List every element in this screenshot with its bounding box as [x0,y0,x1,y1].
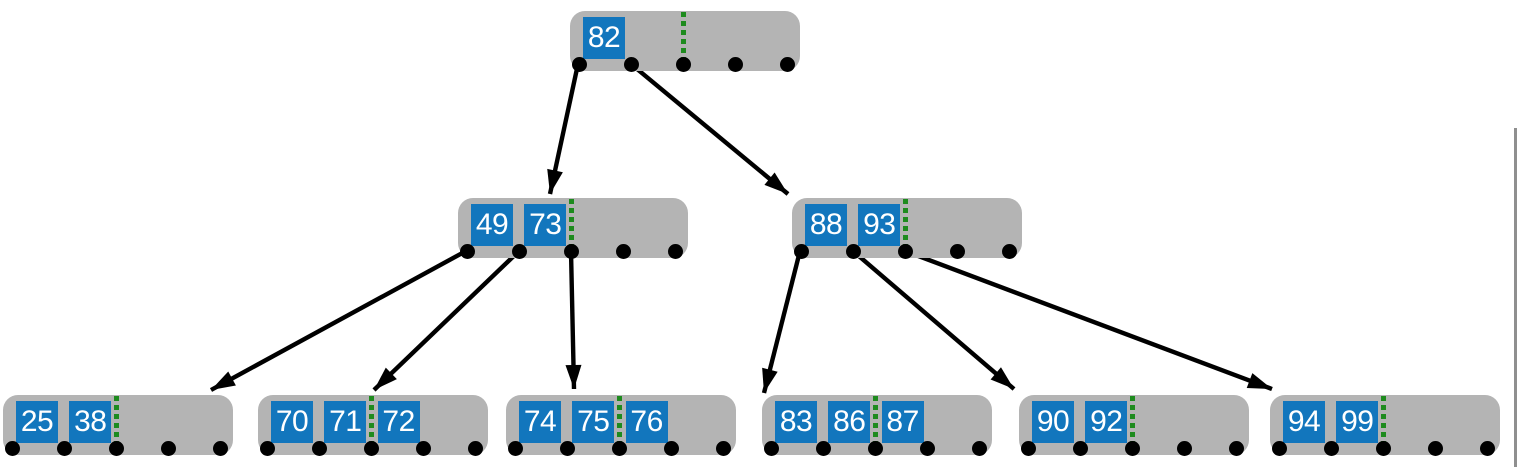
child-pointer-dot [623,57,639,72]
child-pointer-dot [108,441,124,456]
key-cell: 71 [324,401,367,443]
child-pointer-dot [56,441,72,456]
child-pointer-dot [867,441,883,456]
child-pointer-dot [897,244,913,259]
btree-node-leaf-90-92: 90 92 [1019,395,1249,456]
child-pointer-dot [793,244,809,259]
split-divider-line [873,396,878,448]
child-pointer-dot [311,441,327,456]
key-cell: 87 [881,401,924,443]
split-divider-line [569,199,574,251]
child-pointer-dot [615,244,631,259]
split-divider-line [617,396,622,448]
key-cell: 90 [1032,401,1074,443]
child-pointer-dot [815,441,831,456]
child-pointer-dot [611,441,627,456]
edge-internal-88-93-to-leaf-94-99 [904,248,1273,392]
edge-internal-49-73-to-leaf-74-75-76 [565,250,582,390]
child-pointer-dot [467,441,483,456]
btree-node-leaf-94-99: 94 99 [1270,395,1500,456]
child-pointer-dot [160,441,176,456]
key-cell: 86 [828,401,871,443]
child-pointer-dot [1271,441,1287,456]
key-cell: 75 [572,401,615,443]
key-cell: 38 [69,401,112,443]
key-cell: 70 [271,401,313,443]
edge-root-to-internal-49-73 [547,63,581,195]
key-cell: 92 [1085,401,1128,443]
key-cell: 76 [625,401,668,443]
key-cell: 74 [519,401,561,443]
child-pointer-dot [415,441,431,456]
btree-node-leaf-25-38: 25 38 [3,395,233,456]
key-cell: 99 [1336,401,1379,443]
btree-node-root: 82 [570,11,800,72]
child-pointer-dot [1124,441,1140,456]
key-cell: 93 [858,204,901,246]
edge-internal-49-73-to-leaf-70-71-72 [372,249,521,392]
child-pointer-dot [1228,441,1244,456]
child-pointer-dot [675,57,691,72]
child-pointer-dot [1323,441,1339,456]
child-pointer-dot [919,441,935,456]
key-cell: 83 [775,401,817,443]
child-pointer-dot [563,244,579,259]
split-divider-line [1381,396,1386,448]
child-pointer-dot [1001,244,1017,259]
child-pointer-dot [559,441,575,456]
btree-node-internal-88-93: 88 93 [792,198,1022,259]
child-pointer-dot [259,441,275,456]
key-cell: 25 [16,401,58,443]
key-cell: 72 [377,401,420,443]
right-border-line [1514,128,1517,467]
child-pointer-dot [4,441,20,456]
child-pointer-dot [715,441,731,456]
child-pointer-dot [727,57,743,72]
btree-node-internal-49-73: 49 73 [458,198,688,259]
child-pointer-dot [763,441,779,456]
child-pointer-dot [667,244,683,259]
edge-internal-88-93-to-leaf-90-92 [851,249,1016,391]
child-pointer-dot [363,441,379,456]
child-pointer-dot [779,57,795,72]
child-pointer-dot [971,441,987,456]
edge-internal-49-73-to-leaf-25-38 [209,249,468,392]
edge-root-to-internal-88-93 [629,62,790,196]
child-pointer-dot [1176,441,1192,456]
child-pointer-dot [212,441,228,456]
child-pointer-dot [845,244,861,259]
child-pointer-dot [1479,441,1495,456]
child-pointer-dot [571,57,587,72]
split-divider-line [1130,396,1135,448]
split-divider-line [369,396,374,448]
key-cell: 82 [583,17,625,59]
child-pointer-dot [949,244,965,259]
child-pointer-dot [1072,441,1088,456]
child-pointer-dot [663,441,679,456]
key-cell: 88 [805,204,847,246]
split-divider-line [903,199,908,251]
child-pointer-dot [507,441,523,456]
child-pointer-dot [511,244,527,259]
split-divider-line [681,12,686,64]
split-divider-line [114,396,119,448]
child-pointer-dot [1427,441,1443,456]
child-pointer-dot [1020,441,1036,456]
edge-internal-88-93-to-leaf-83-86-87 [761,250,803,394]
key-cell: 49 [471,204,513,246]
child-pointer-dot [1375,441,1391,456]
key-cell: 94 [1283,401,1325,443]
key-cell: 73 [524,204,567,246]
child-pointer-dot [459,244,475,259]
